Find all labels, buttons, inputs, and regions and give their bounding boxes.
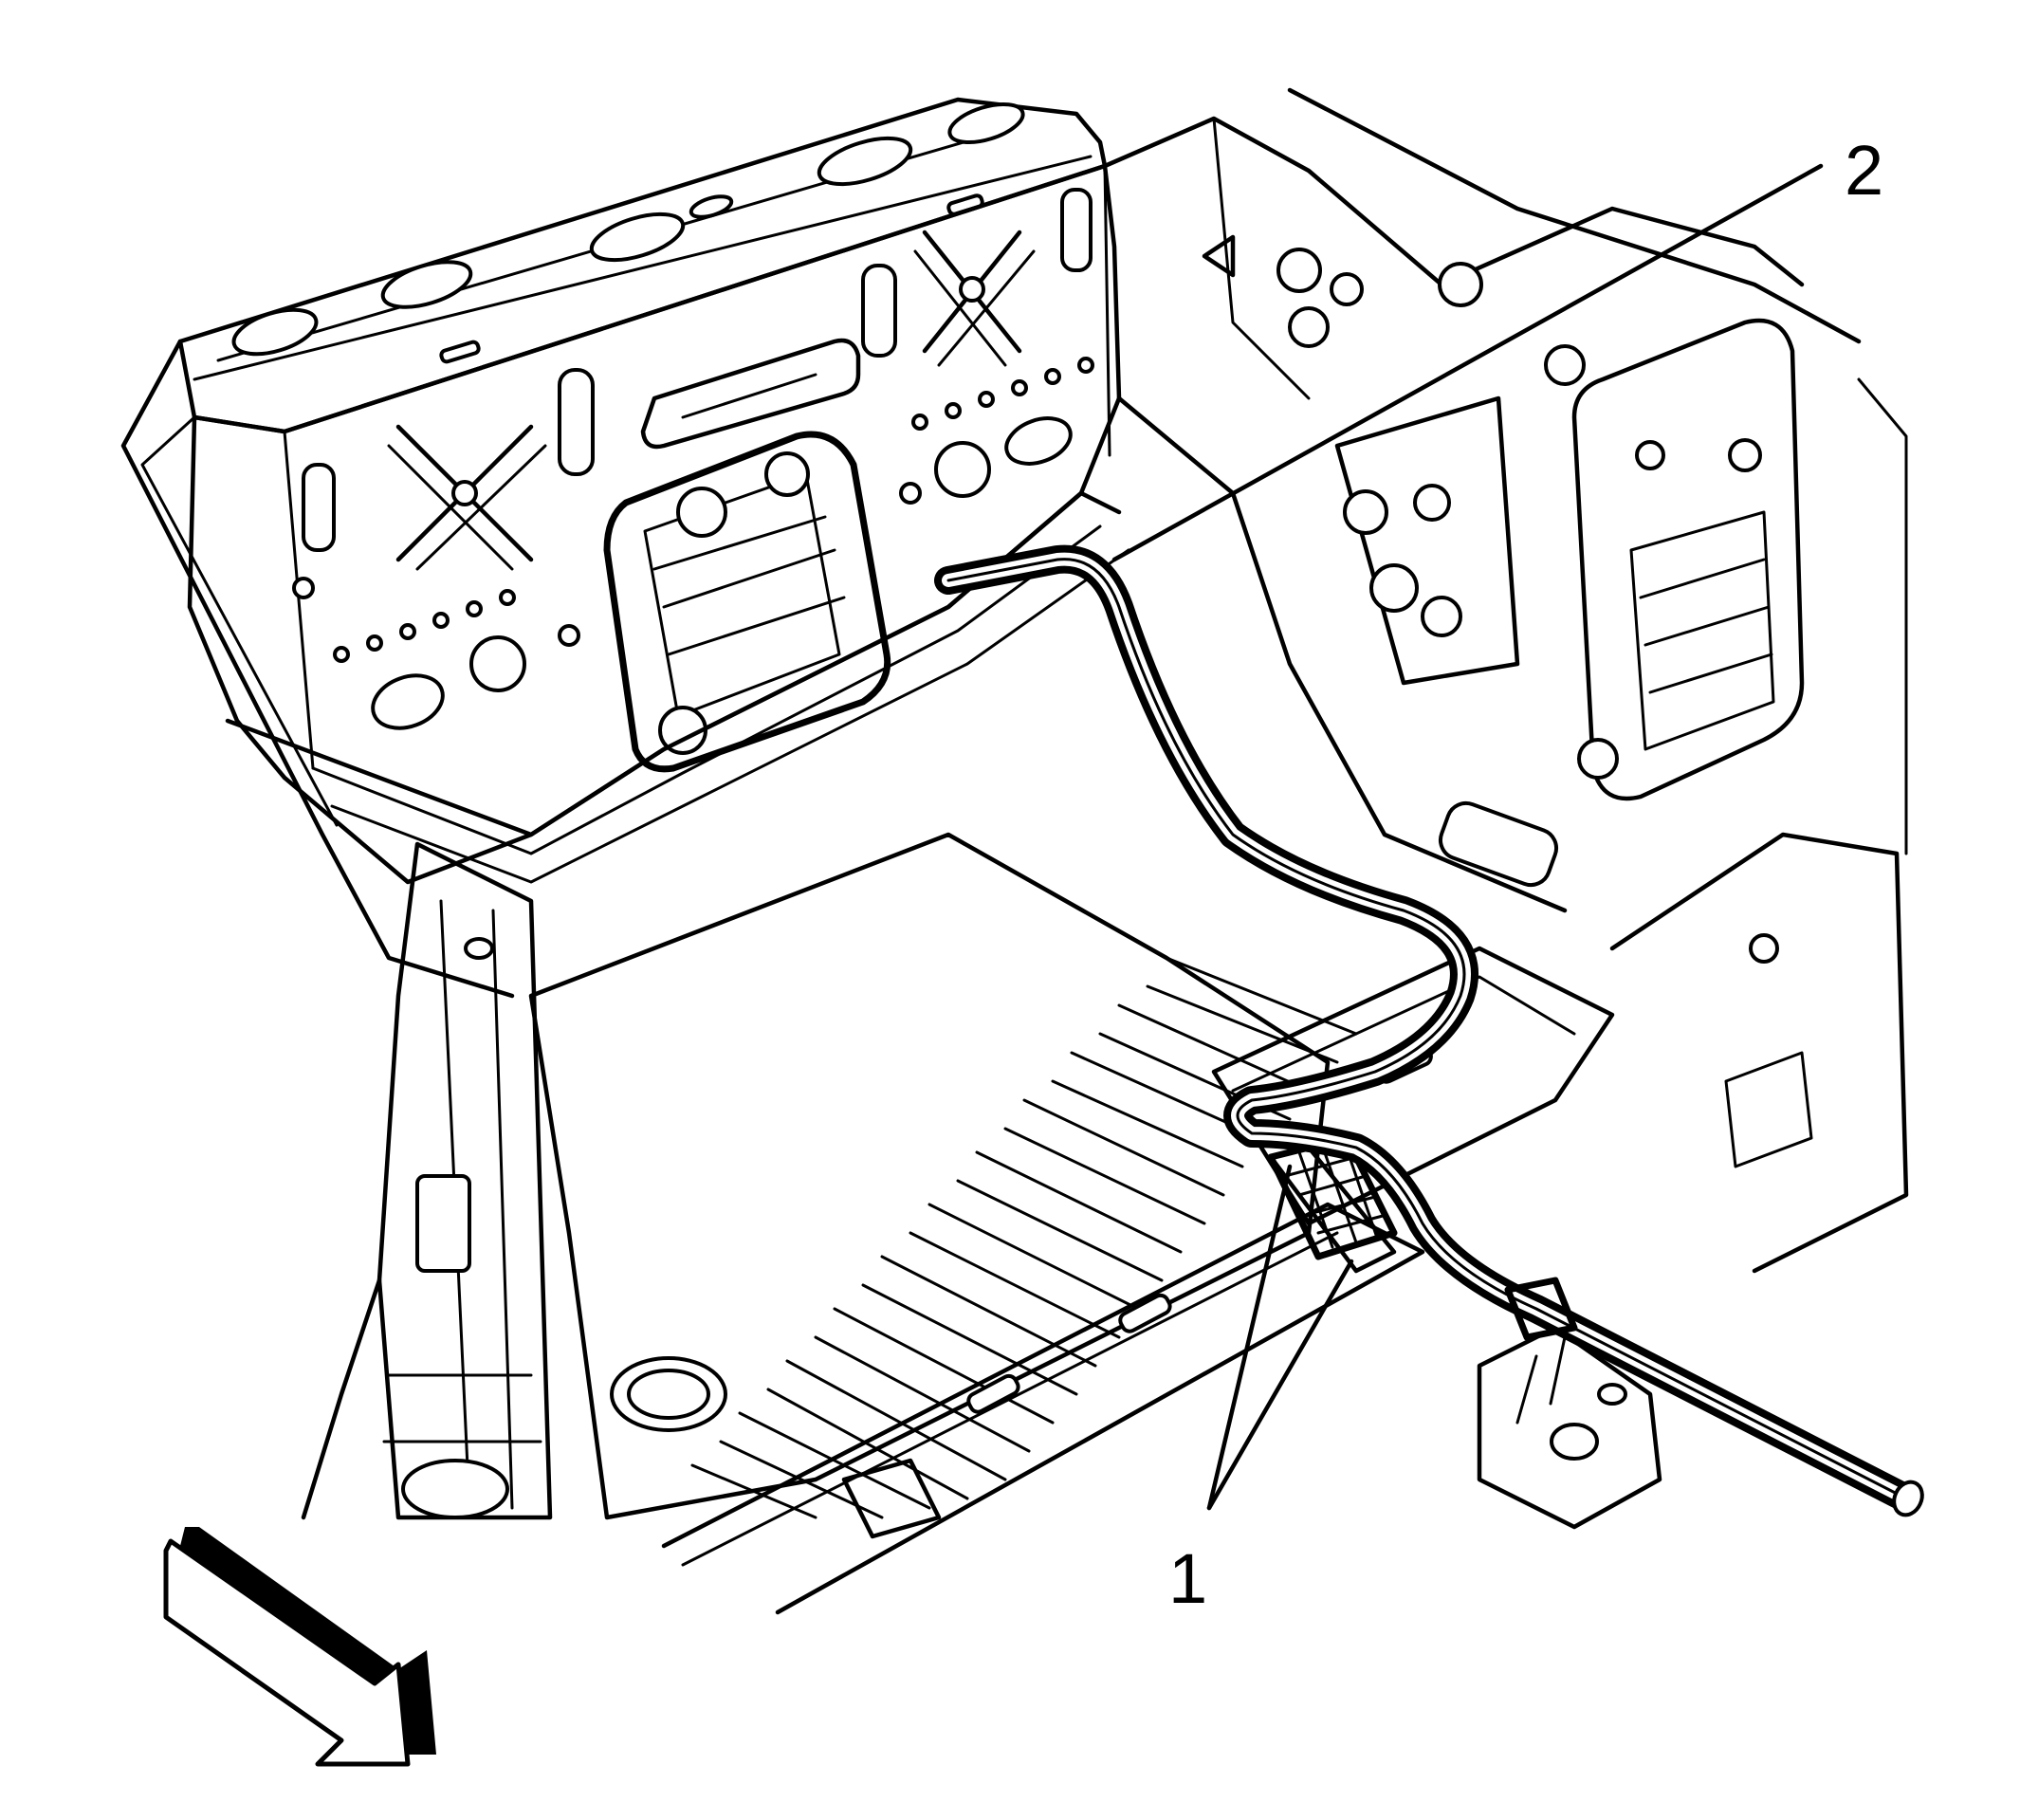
floor-ribs <box>690 956 1358 1519</box>
callout-1: 1 <box>1168 1539 1207 1618</box>
left-side-panel <box>120 339 553 1520</box>
callout-2-label: 2 <box>1845 131 1883 210</box>
callout-1-label: 1 <box>1168 1539 1207 1618</box>
rear-bulkhead-panel <box>177 97 1130 885</box>
right-side-panel <box>1102 87 1909 1274</box>
callout-2: 2 <box>1845 131 1883 210</box>
callout-leaders <box>1111 163 1824 1511</box>
floor-pan <box>528 832 1425 1615</box>
view-direction-arrow-icon <box>163 1527 436 1767</box>
bulkhead-hole-row <box>333 357 1094 663</box>
wiring-harness <box>934 544 1924 1517</box>
